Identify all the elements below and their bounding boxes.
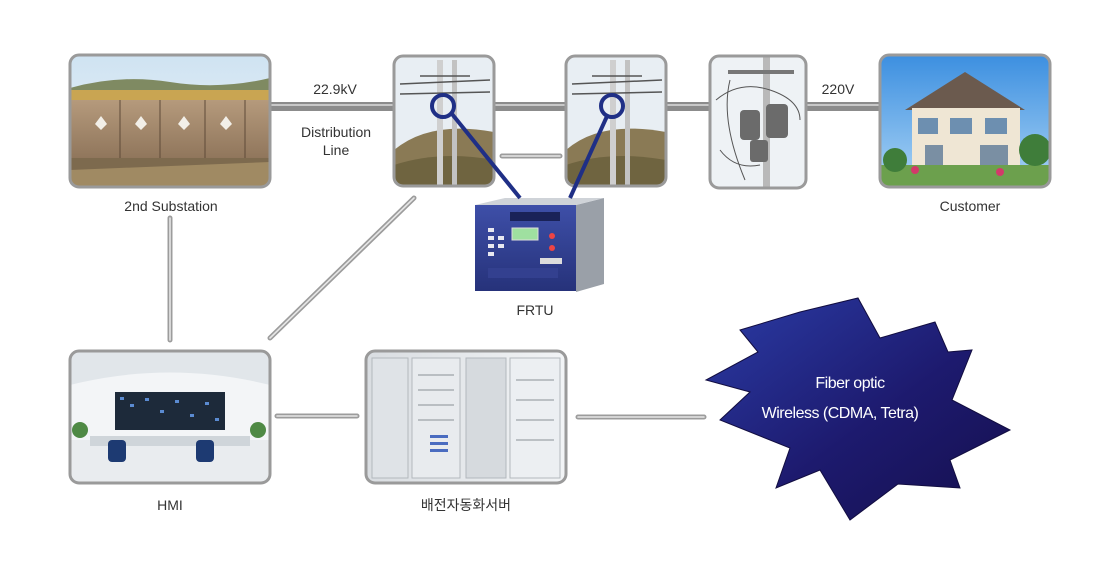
communication-network-burst (704, 297, 1012, 521)
customer-label: Customer (939, 198, 1001, 214)
distribution-line-label-2: Line (322, 142, 350, 158)
frtu-label: FRTU (516, 302, 554, 318)
switch-marker-2 (599, 93, 625, 119)
distribution-line (270, 102, 394, 111)
switch-marker-1 (430, 93, 456, 119)
transformer-image (710, 56, 806, 188)
frtu-links (430, 93, 625, 200)
customer-voltage-label: 220V (821, 81, 855, 97)
pole-image-1 (394, 56, 494, 186)
hmi-frame (68, 349, 272, 485)
network-line-1: Fiber optic (815, 375, 885, 392)
frtu-link-1 (450, 112, 522, 200)
transformer-frame (708, 54, 808, 190)
pole-frame-1 (392, 54, 496, 188)
pole-frame-2 (564, 54, 668, 188)
server-frame (364, 349, 568, 485)
frtu-link-2 (568, 113, 610, 199)
distribution-line-label-1: Distribution (300, 124, 372, 140)
customer-frame (878, 53, 1052, 189)
frtu-device (475, 198, 604, 292)
server-image (366, 351, 566, 483)
server-label: 배전자동화서버 (420, 497, 512, 513)
distribution-voltage-label: 22.9kV (313, 81, 357, 97)
distribution-line-segment (494, 102, 566, 111)
substation-label: 2nd Substation (124, 198, 218, 214)
power-lines (270, 102, 880, 111)
substation-image (70, 55, 270, 187)
hmi-image (70, 351, 270, 483)
substation-frame (68, 53, 272, 189)
hmi-label: HMI (157, 497, 183, 513)
customer-house-image (880, 55, 1050, 187)
pole-image-2 (566, 56, 666, 186)
network-line-2: Wireless (CDMA, Tetra) (761, 405, 919, 422)
customer-line (806, 102, 880, 111)
distribution-line-segment (666, 102, 710, 111)
